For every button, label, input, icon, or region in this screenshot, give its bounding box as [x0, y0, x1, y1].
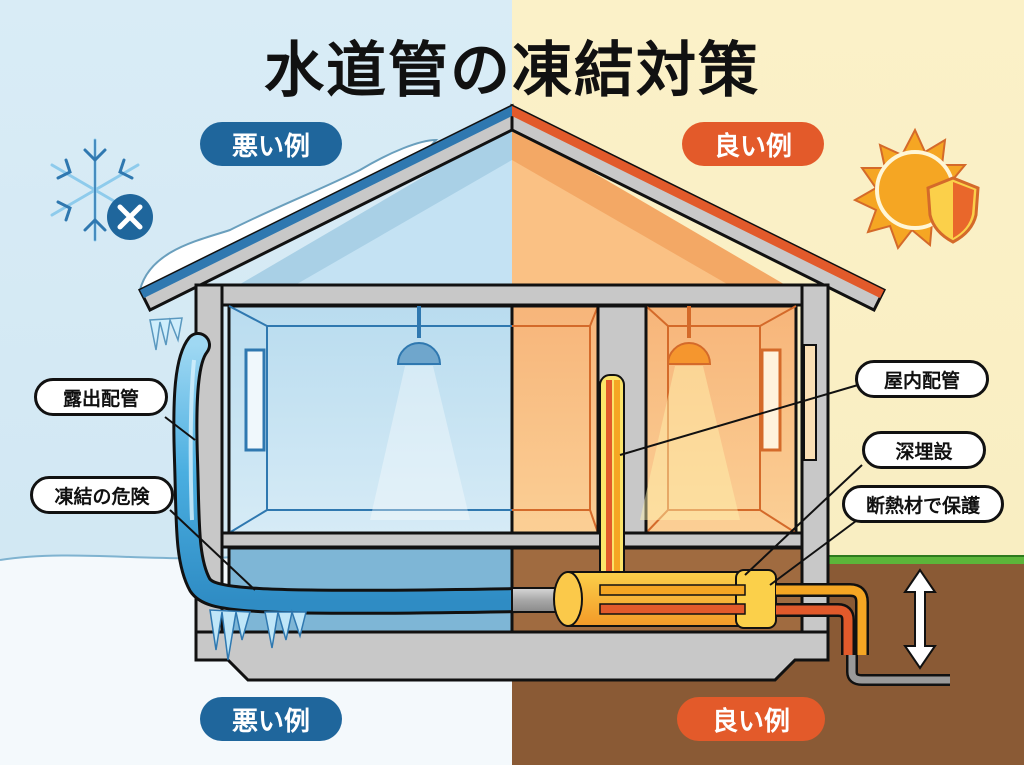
page-title: 水道管の凍結対策 — [264, 36, 760, 106]
callout-insulation: 断熱材で保護 — [842, 485, 1004, 523]
good-example-badge-top: 良い例 — [682, 122, 824, 166]
bad-example-badge-bottom: 悪い例 — [200, 697, 342, 741]
shield-icon — [926, 176, 980, 244]
good-example-badge-bottom: 良い例 — [677, 697, 825, 741]
bad-example-badge-top: 悪い例 — [200, 122, 342, 166]
callout-deep-burial: 深埋設 — [862, 431, 986, 469]
depth-arrow-icon — [903, 568, 937, 670]
callout-freeze-risk: 凍結の危険 — [30, 476, 174, 514]
callout-exposed-pipe: 露出配管 — [34, 378, 168, 416]
x-badge-icon — [107, 194, 153, 240]
callout-indoor-pipe: 屋内配管 — [855, 360, 989, 398]
